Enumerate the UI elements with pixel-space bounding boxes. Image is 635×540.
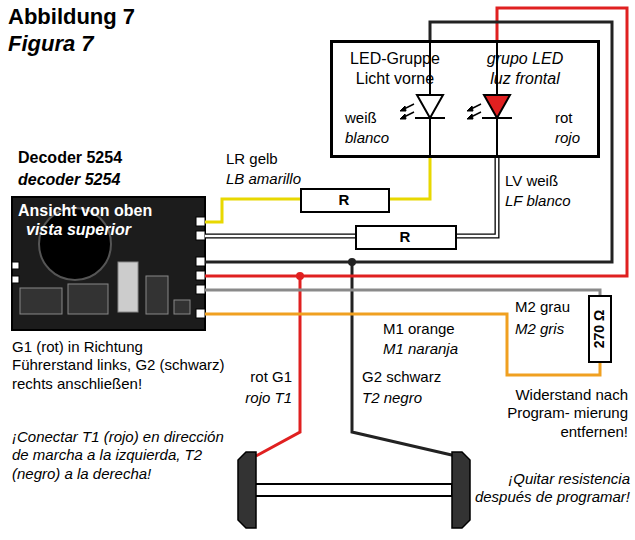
wire-stroke bbox=[205, 22, 612, 262]
wire-name: LF blanco bbox=[505, 192, 571, 210]
led-color: blanco bbox=[345, 129, 389, 147]
wire-name: M1 naranja bbox=[383, 340, 458, 358]
figure-title: Abbildung 7 bbox=[8, 4, 135, 31]
resistor-symbol: R bbox=[300, 188, 390, 213]
wire-name: G2 schwarz bbox=[362, 368, 441, 386]
instruction-note: Widerstand nach Program- mierung entfern… bbox=[472, 386, 628, 441]
resistor-value: 270 Ω bbox=[591, 310, 608, 348]
view-label: Ansicht von oben bbox=[18, 201, 152, 221]
wire-stroke bbox=[457, 158, 497, 236]
figure-title: Figura 7 bbox=[8, 31, 94, 58]
wire bbox=[205, 314, 600, 375]
wire-stroke bbox=[205, 199, 300, 222]
wire bbox=[205, 199, 300, 222]
decoder-name: decoder 5254 bbox=[18, 170, 120, 190]
wire-stroke bbox=[205, 290, 600, 295]
decoder-board bbox=[12, 197, 205, 330]
instruction-note: G1 (rot) in Richtung Führerstand links, … bbox=[12, 338, 227, 393]
wire bbox=[390, 158, 430, 199]
group-heading: LED-Gruppe Licht vorne bbox=[339, 49, 451, 88]
wire bbox=[205, 236, 355, 237]
resistor-symbol: 270 Ω bbox=[588, 295, 612, 363]
wire-name: LR gelb bbox=[226, 150, 278, 168]
decoder-name: Decoder 5254 bbox=[18, 148, 122, 168]
wire bbox=[205, 8, 627, 276]
wire-stroke bbox=[390, 158, 430, 199]
wire-stroke bbox=[205, 314, 600, 375]
decoder-module: Decoder 5254decoder 5254Ansicht von oben… bbox=[12, 145, 205, 330]
wire-name: M2 gris bbox=[515, 320, 564, 338]
wire-stroke bbox=[205, 234, 355, 239]
wire bbox=[457, 158, 497, 236]
wire bbox=[205, 290, 600, 295]
wire-name: rojo T1 bbox=[222, 389, 292, 407]
resistor-label: R bbox=[302, 191, 386, 209]
wire-stroke bbox=[205, 235, 355, 237]
led-color: rojo bbox=[555, 129, 580, 147]
resistor-symbol: R bbox=[355, 225, 457, 250]
wire-name: LV weiß bbox=[505, 172, 558, 190]
wire-name: T2 negro bbox=[362, 389, 422, 407]
wire-name: rot G1 bbox=[222, 368, 292, 386]
wire-stroke bbox=[205, 8, 627, 276]
wire-name: LB amarillo bbox=[226, 170, 301, 188]
led-color: rot bbox=[555, 109, 573, 127]
view-label: vista superior bbox=[26, 220, 131, 240]
instruction-note: ¡Quitar resistencia después de programar… bbox=[472, 470, 630, 507]
wire-name: M2 grau bbox=[515, 298, 570, 316]
wheelset bbox=[238, 452, 470, 528]
wire-stroke bbox=[457, 158, 497, 236]
instruction-note: ¡Conectar T1 (rojo) en dirección de marc… bbox=[12, 428, 230, 483]
led-color: weiß bbox=[345, 109, 377, 127]
resistor-label: R bbox=[357, 228, 453, 246]
led-group-box: LED-Gruppe Licht vorne grupo LED luz fron… bbox=[330, 40, 600, 158]
wire bbox=[205, 22, 612, 262]
group-heading: grupo LED luz frontal bbox=[475, 49, 575, 88]
wire-name: M1 orange bbox=[383, 320, 455, 338]
